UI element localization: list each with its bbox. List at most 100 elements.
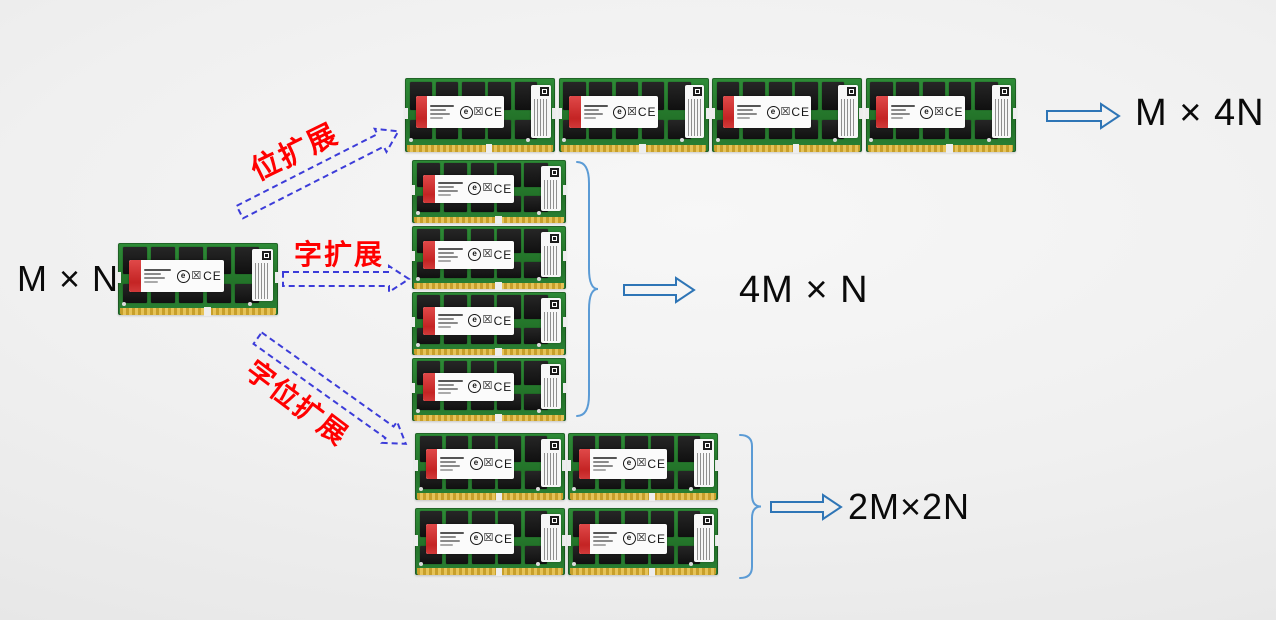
mount-hole bbox=[536, 562, 541, 567]
kingston-red-strip bbox=[876, 95, 888, 129]
ce-mark: CE bbox=[493, 247, 513, 262]
ce-mark: CE bbox=[484, 105, 503, 120]
weee-bin-icon: ☒ bbox=[482, 182, 493, 195]
label-marks: e ☒ CE bbox=[919, 105, 964, 119]
right-notch bbox=[275, 271, 279, 284]
kingston-red-strip bbox=[578, 524, 590, 554]
ram-module: e ☒ CE bbox=[404, 78, 556, 154]
ce-mark: CE bbox=[203, 269, 222, 284]
gold-pins bbox=[414, 414, 564, 422]
label-text-lines bbox=[437, 453, 469, 475]
bit-expansion-result-label: M × 4N bbox=[1135, 92, 1265, 134]
ce-mark: CE bbox=[493, 181, 513, 196]
barcode-sticker bbox=[252, 249, 274, 302]
ce-mark: CE bbox=[493, 379, 513, 394]
right-notch bbox=[552, 107, 556, 120]
qr-code bbox=[702, 516, 712, 526]
qr-code bbox=[702, 441, 712, 451]
gold-pins bbox=[417, 567, 563, 576]
label-marks: e ☒ CE bbox=[469, 457, 514, 471]
qr-code bbox=[549, 516, 559, 526]
e-mark-icon: e bbox=[766, 105, 780, 119]
label-text-lines bbox=[888, 101, 920, 123]
weee-bin-icon: ☒ bbox=[636, 457, 647, 470]
label-text-lines bbox=[427, 101, 459, 123]
gold-pins bbox=[407, 143, 553, 154]
e-mark-icon: e bbox=[468, 248, 482, 262]
label-text-lines bbox=[435, 178, 467, 200]
left-notch bbox=[411, 185, 415, 196]
mount-hole bbox=[526, 138, 531, 143]
mount-hole bbox=[415, 408, 420, 413]
ce-mark: CE bbox=[944, 105, 964, 120]
ce-mark: CE bbox=[494, 531, 513, 546]
kingston-red-strip bbox=[415, 95, 427, 129]
mount-hole bbox=[415, 210, 420, 215]
e-mark-icon: e bbox=[613, 105, 627, 119]
kingston-label: e ☒ CE bbox=[422, 241, 514, 269]
left-notch bbox=[414, 459, 418, 471]
kingston-red-strip bbox=[422, 373, 435, 401]
gold-pins bbox=[560, 143, 707, 154]
ce-mark: CE bbox=[647, 531, 666, 546]
gold-pins bbox=[570, 567, 716, 576]
barcode-lines bbox=[544, 179, 559, 210]
kingston-red-strip bbox=[422, 175, 435, 203]
ce-mark: CE bbox=[637, 105, 657, 120]
ram-module: e ☒ CE bbox=[414, 508, 566, 576]
weee-bin-icon: ☒ bbox=[482, 314, 493, 327]
word-expansion-dashed-arrow bbox=[282, 264, 411, 294]
barcode-lines bbox=[544, 245, 559, 276]
right-notch bbox=[1012, 107, 1017, 120]
word-expansion-label: 字扩展 bbox=[294, 239, 385, 270]
ram-module: e ☒ CE bbox=[567, 433, 719, 501]
right-notch bbox=[715, 534, 719, 546]
kingston-label: e ☒ CE bbox=[425, 449, 514, 479]
left-notch bbox=[557, 107, 562, 120]
barcode-lines bbox=[697, 528, 711, 561]
mount-hole bbox=[562, 138, 567, 143]
label-text-lines bbox=[590, 453, 622, 475]
label-marks: e ☒ CE bbox=[612, 105, 657, 119]
barcode-sticker bbox=[684, 84, 704, 138]
label-marks: e ☒ CE bbox=[622, 457, 667, 471]
e-mark-icon: e bbox=[468, 380, 482, 394]
right-notch bbox=[563, 383, 567, 394]
ram-module: e ☒ CE bbox=[567, 508, 719, 576]
kingston-label: e ☒ CE bbox=[422, 175, 514, 203]
word-expansion-result-arrow bbox=[623, 276, 696, 304]
qr-code bbox=[539, 86, 549, 96]
qr-code bbox=[1000, 86, 1009, 96]
e-mark-icon: e bbox=[459, 105, 473, 119]
ce-mark: CE bbox=[494, 456, 513, 471]
word-expansion-brace bbox=[576, 161, 599, 417]
kingston-red-strip bbox=[569, 95, 581, 129]
bit-expansion-result-arrow bbox=[1046, 102, 1121, 130]
ram-module: e ☒ CE bbox=[414, 433, 566, 501]
label-text-lines bbox=[435, 376, 467, 398]
mount-hole bbox=[418, 562, 423, 567]
kingston-label: e ☒ CE bbox=[425, 524, 514, 554]
word-bit-expansion-result-arrow bbox=[770, 493, 843, 521]
kingston-label: e ☒ CE bbox=[415, 95, 504, 129]
mount-hole bbox=[689, 487, 694, 492]
label-text-lines bbox=[590, 528, 622, 550]
qr-code bbox=[846, 86, 856, 96]
mount-hole bbox=[571, 487, 576, 492]
kingston-red-strip bbox=[129, 260, 142, 292]
ce-mark: CE bbox=[493, 313, 513, 328]
e-mark-icon: e bbox=[468, 182, 482, 196]
barcode-sticker bbox=[694, 439, 714, 488]
mount-hole bbox=[536, 276, 541, 281]
left-notch bbox=[414, 534, 418, 546]
qr-code bbox=[693, 86, 702, 96]
qr-code bbox=[550, 167, 560, 177]
mount-hole bbox=[247, 301, 252, 306]
mount-hole bbox=[415, 342, 420, 347]
e-mark-icon: e bbox=[920, 105, 934, 119]
left-notch bbox=[711, 107, 715, 120]
weee-bin-icon: ☒ bbox=[636, 532, 647, 545]
ram-module: e ☒ CE bbox=[411, 226, 567, 290]
left-notch bbox=[411, 251, 415, 262]
label-marks: e ☒ CE bbox=[467, 314, 514, 328]
